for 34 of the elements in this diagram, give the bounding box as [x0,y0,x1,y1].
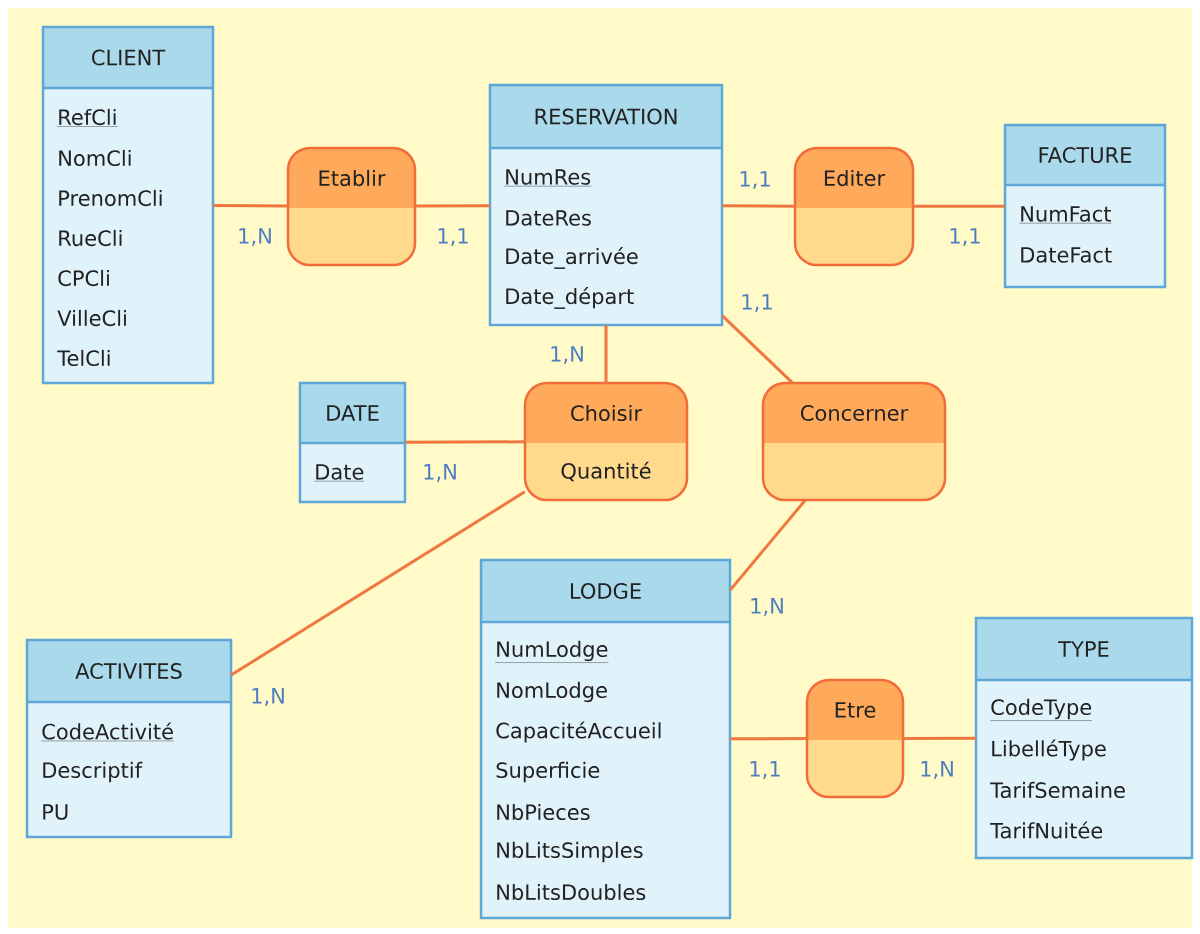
association-box: Editer [793,146,915,267]
entity-box: LODGE NumLodge NomLodge CapacitéAccueil Superficie NbPieces NbLitsSimples NbLitsDoubles [479,558,732,920]
connector-line [913,204,1005,208]
connector-line [415,204,490,208]
cardinality-label: 1,1 [435,227,471,247]
entity-box: CLIENT RefCli NomCli PrenomCli RueCli CPCli VilleCli TelCli [41,25,215,385]
cardinality-label: 1,1 [739,293,775,313]
entity-box: FACTURE NumFact DateFact [1003,123,1167,289]
connector-line [213,204,288,208]
cardinality-label: 1,N [236,227,274,247]
cardinality-label: 1,1 [947,227,983,247]
cardinality-label: 1,N [918,760,956,780]
entity-box: ACTIVITES CodeActivité Descriptif PU [25,638,233,839]
cardinality-label: 1,N [748,597,786,617]
cardinality-label: 1,1 [737,170,773,190]
association-box: Etre [805,678,905,799]
connector-line [721,314,794,384]
association-box: Etablir [286,146,417,267]
cardinality-label: 1,N [249,687,287,707]
association-box: Concerner [761,381,947,502]
entity-box: RESERVATION NumRes DateRes Date_arrivée Date_départ [488,83,724,327]
entity-box: TYPE CodeType LibelléType TarifSemaine TarifNuitée [974,616,1194,860]
connector-line [730,737,807,741]
connector-line [722,204,795,208]
entity-box: DATE Date [298,381,407,504]
connector-line [729,499,807,592]
connector-line [405,440,525,444]
cardinality-label: 1,N [548,345,586,365]
cardinality-label: 1,1 [747,760,783,780]
connector-line [903,736,976,740]
connector-line [230,490,526,677]
association-box: Choisir Quantité [523,381,689,502]
connector-line [604,325,608,383]
cardinality-label: 1,N [421,463,459,483]
